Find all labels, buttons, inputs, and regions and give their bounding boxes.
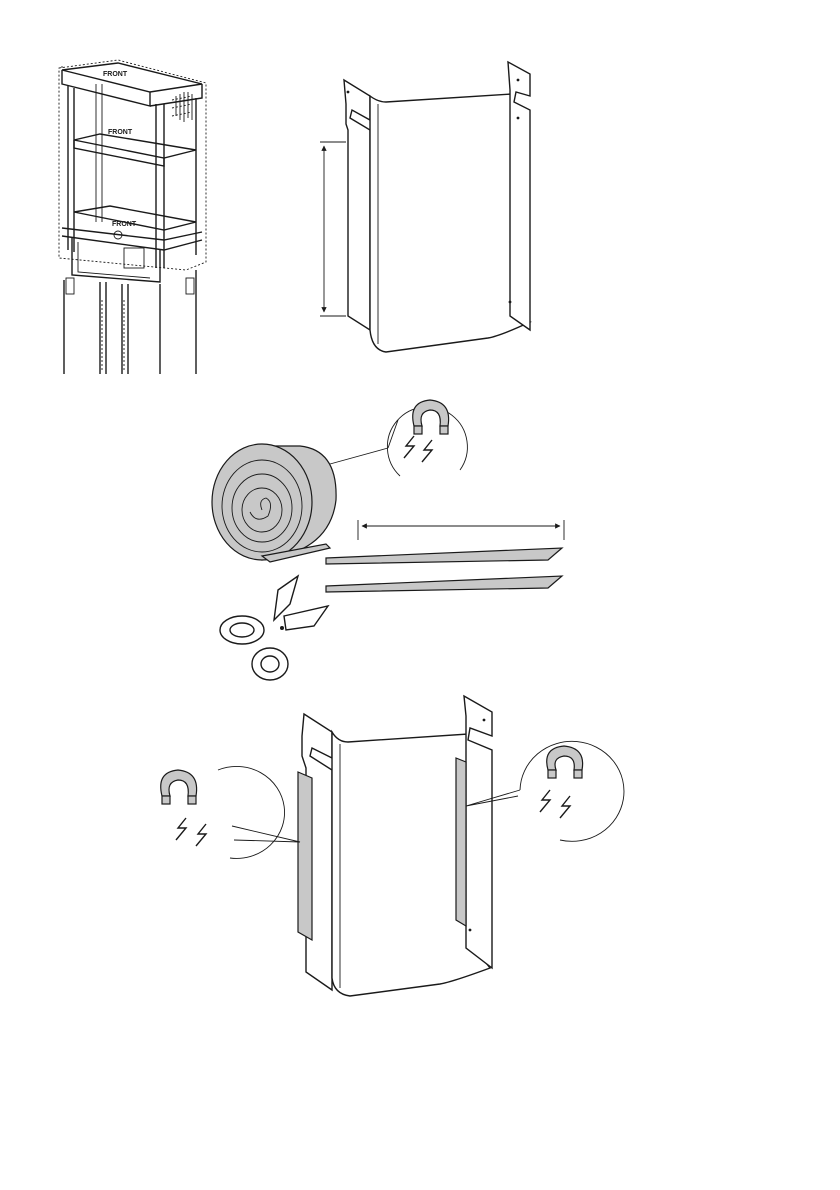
magnetic-field-icon: [176, 818, 206, 846]
front-label-low: FRONT: [112, 221, 137, 228]
front-label-mid: FRONT: [108, 129, 133, 136]
scissors-icon: [220, 576, 328, 680]
magnet-icon: [161, 770, 197, 804]
magnetic-field-icon: [404, 436, 432, 462]
front-label-top: FRONT: [103, 71, 128, 78]
magnet-icon: [547, 746, 583, 778]
magnetic-strips-illustration: [326, 520, 564, 592]
magnet-icon: [413, 400, 449, 434]
magnetic-field-icon: [540, 790, 570, 818]
rack-frame-illustration: FRONT FRONT FRONT: [59, 60, 206, 374]
cover-panel-illustration: [320, 62, 530, 352]
magnetic-tape-roll-illustration: [212, 444, 388, 562]
magnet-callout-2: [161, 766, 300, 858]
magnet-callout-1: [387, 400, 467, 476]
cover-panel-with-strips-illustration: [298, 696, 492, 996]
